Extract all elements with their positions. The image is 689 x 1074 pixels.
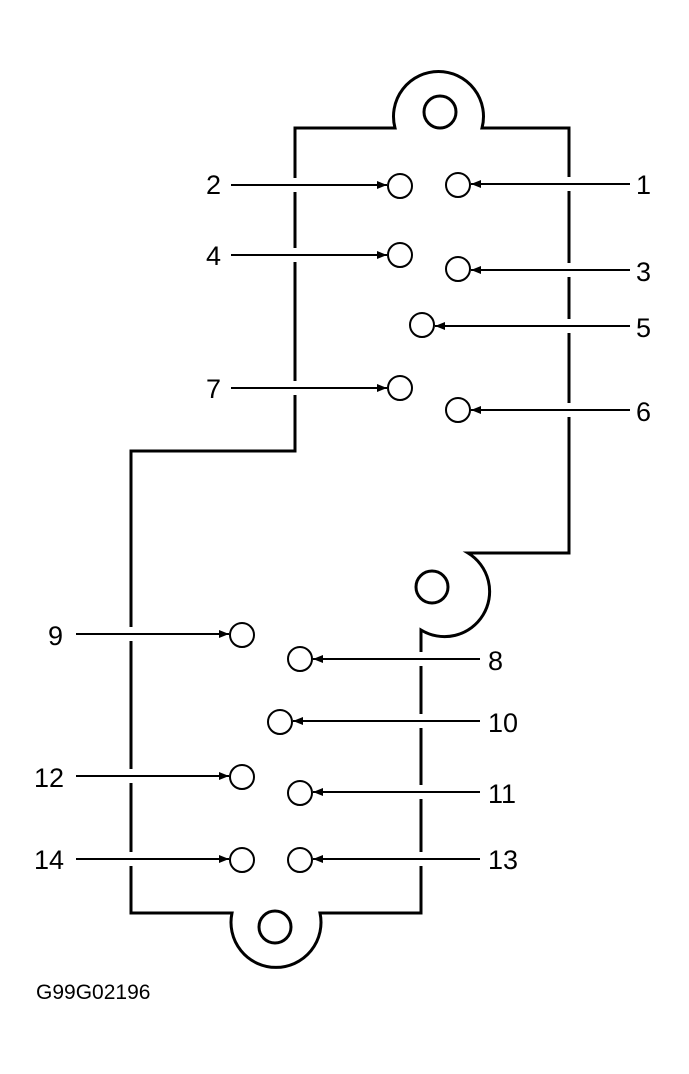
pin-5: 5 [409, 312, 651, 343]
pin-2: 2 [206, 170, 413, 200]
pin-1: 1 [445, 170, 651, 200]
pin-11-label: 11 [488, 779, 516, 809]
pin-10: 10 [267, 708, 518, 738]
figure-id: G99G02196 [36, 981, 150, 1004]
connector-outline [129, 69, 571, 969]
pin-4: 4 [206, 241, 413, 271]
pin-8: 8 [287, 646, 503, 676]
pin-7: 7 [206, 374, 413, 404]
pin-5-label: 5 [636, 313, 651, 343]
pin-11: 11 [287, 779, 516, 809]
pin-14: 14 [34, 845, 255, 875]
pin-7-label: 7 [206, 374, 221, 404]
pin-6: 6 [445, 397, 651, 427]
pin-2-label: 2 [206, 170, 221, 200]
pin-10-label: 10 [488, 708, 518, 738]
pin-13-label: 13 [488, 845, 518, 875]
pin-12-label: 12 [34, 763, 64, 793]
pin-9: 9 [48, 621, 255, 651]
pin-4-label: 4 [206, 241, 221, 271]
pin-3-label: 3 [636, 257, 651, 287]
mounting-hole-bottom [257, 909, 293, 945]
pin-6-label: 6 [636, 397, 651, 427]
pin-3: 3 [445, 256, 651, 287]
pin-9-label: 9 [48, 621, 63, 651]
pin-8-label: 8 [488, 646, 503, 676]
mounting-hole-middle [414, 569, 450, 605]
pin-13: 13 [287, 845, 518, 875]
mounting-hole-top [422, 94, 458, 130]
pin-14-label: 14 [34, 845, 64, 875]
outline-crossing-gaps [126, 177, 574, 866]
pin-1-label: 1 [636, 170, 651, 200]
pin-12: 12 [34, 763, 255, 793]
